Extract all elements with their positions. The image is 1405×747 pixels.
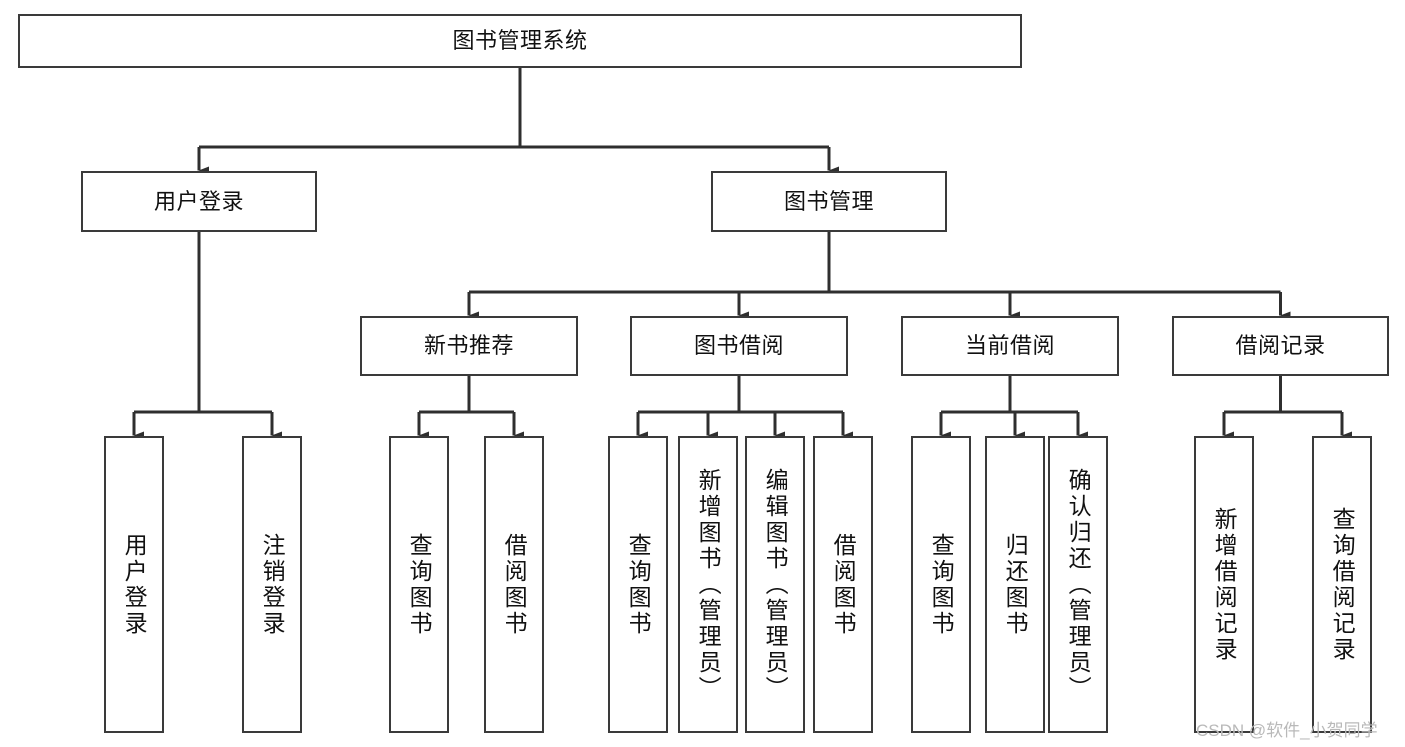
node-leaf-logout-label: 注销登录 — [259, 532, 286, 637]
node-leaf-edit-book[interactable]: 编辑图书（管理员） — [745, 436, 805, 733]
node-leaf-borrow-book-2-label: 借阅图书 — [830, 532, 857, 637]
node-leaf-add-book-label: 新增图书（管理员） — [695, 467, 722, 702]
node-current-borrow-label: 当前借阅 — [964, 333, 1055, 359]
node-leaf-borrow-book-1[interactable]: 借阅图书 — [484, 436, 544, 733]
node-user-login[interactable]: 用户登录 — [81, 171, 317, 232]
node-leaf-return-book[interactable]: 归还图书 — [985, 436, 1045, 733]
node-leaf-confirm-return-label: 确认归还（管理员） — [1065, 467, 1092, 702]
node-leaf-confirm-return[interactable]: 确认归还（管理员） — [1048, 436, 1108, 733]
node-leaf-query-book-1-label: 查询图书 — [406, 532, 433, 637]
node-leaf-return-book-label: 归还图书 — [1002, 532, 1029, 637]
node-leaf-user-login[interactable]: 用户登录 — [104, 436, 164, 733]
node-leaf-query-book-3-label: 查询图书 — [928, 532, 955, 637]
node-new-book-recommend[interactable]: 新书推荐 — [360, 316, 578, 376]
node-leaf-query-record-label: 查询借阅记录 — [1329, 506, 1356, 663]
node-leaf-borrow-book-2[interactable]: 借阅图书 — [813, 436, 873, 733]
node-leaf-query-book-3[interactable]: 查询图书 — [911, 436, 971, 733]
node-book-manage[interactable]: 图书管理 — [711, 171, 947, 232]
node-leaf-add-record-label: 新增借阅记录 — [1211, 506, 1238, 663]
node-book-borrow-label: 图书借阅 — [693, 333, 784, 359]
node-leaf-query-book-1[interactable]: 查询图书 — [389, 436, 449, 733]
node-leaf-query-record[interactable]: 查询借阅记录 — [1312, 436, 1372, 733]
node-borrow-record[interactable]: 借阅记录 — [1172, 316, 1389, 376]
node-book-manage-label: 图书管理 — [783, 188, 874, 214]
node-root[interactable]: 图书管理系统 — [18, 14, 1022, 68]
node-leaf-query-book-2[interactable]: 查询图书 — [608, 436, 668, 733]
node-leaf-query-book-2-label: 查询图书 — [625, 532, 652, 637]
node-leaf-logout[interactable]: 注销登录 — [242, 436, 302, 733]
node-leaf-add-book[interactable]: 新增图书（管理员） — [678, 436, 738, 733]
node-leaf-user-login-label: 用户登录 — [121, 532, 148, 637]
node-leaf-borrow-book-1-label: 借阅图书 — [501, 532, 528, 637]
node-leaf-edit-book-label: 编辑图书（管理员） — [762, 467, 789, 702]
node-new-book-recommend-label: 新书推荐 — [423, 333, 514, 359]
node-user-login-label: 用户登录 — [153, 188, 244, 214]
node-root-label: 图书管理系统 — [452, 28, 588, 54]
node-book-borrow[interactable]: 图书借阅 — [630, 316, 848, 376]
node-leaf-add-record[interactable]: 新增借阅记录 — [1194, 436, 1254, 733]
node-current-borrow[interactable]: 当前借阅 — [901, 316, 1119, 376]
node-borrow-record-label: 借阅记录 — [1235, 333, 1326, 359]
